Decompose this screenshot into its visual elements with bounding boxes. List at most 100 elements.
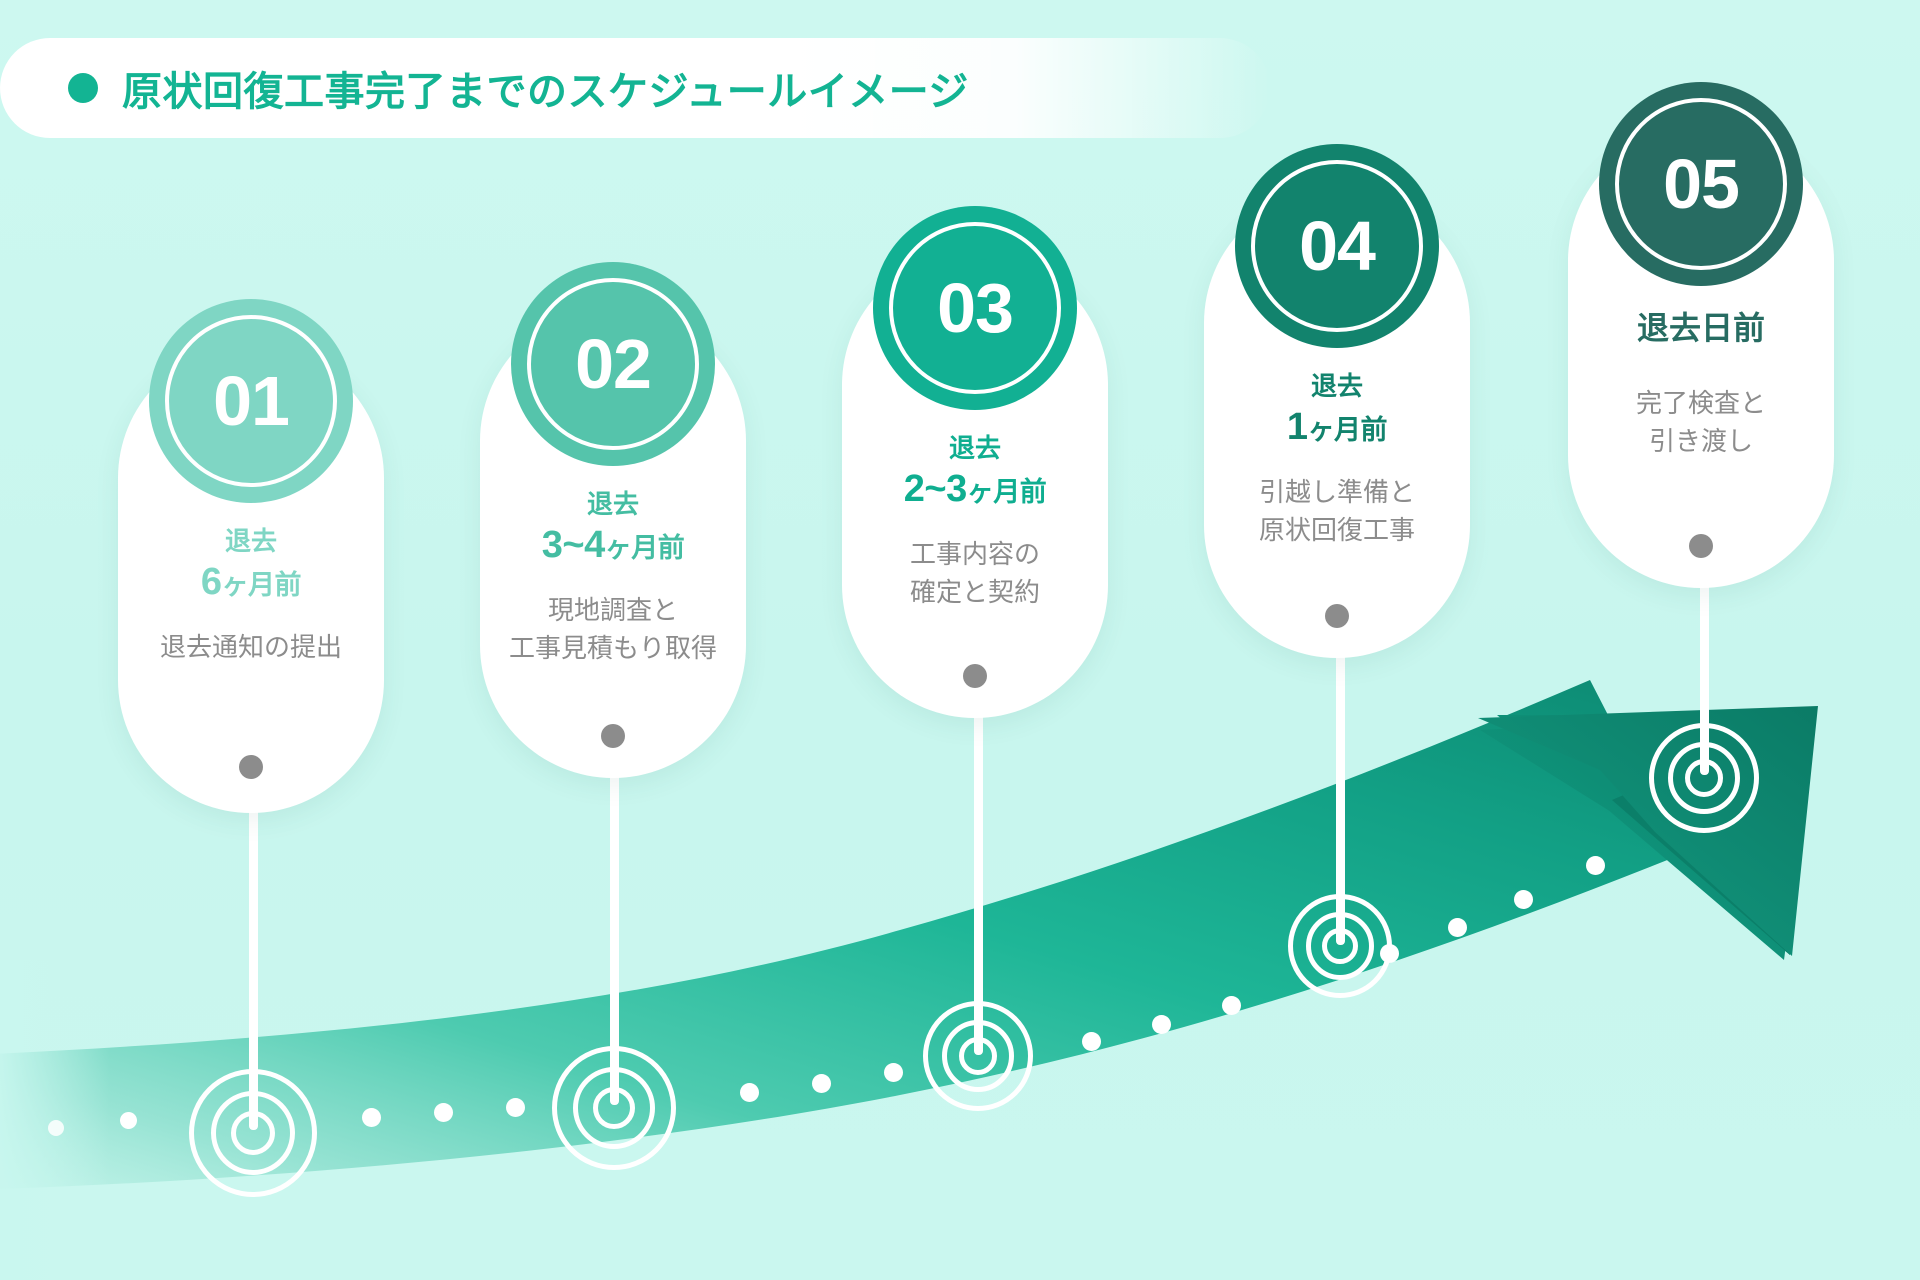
path-dot <box>1222 996 1241 1015</box>
card-connector-dot <box>1689 534 1713 558</box>
step-number: 05 <box>1663 145 1740 223</box>
path-dot <box>506 1098 525 1117</box>
step-desc-line2: 原状回復工事 <box>1258 514 1415 545</box>
marker-ring-mid <box>1306 912 1374 980</box>
step-when-05: 退去日前 <box>1637 308 1765 349</box>
badge-inner-ring <box>1615 98 1787 270</box>
marker-ring-mid <box>573 1067 655 1149</box>
step-when-line2: 1ヶ月前 <box>1286 403 1388 452</box>
step-when-03: 退去 2~3ヶ月前 <box>903 432 1047 514</box>
step-when-line1: 退去 <box>586 489 639 519</box>
path-dot <box>1082 1032 1101 1051</box>
step-badge-01: 01 <box>149 299 353 503</box>
marker-ring-inner <box>1322 928 1358 964</box>
step-badge-02: 02 <box>511 262 715 466</box>
step-card-04[interactable]: 04 退去 1ヶ月前 引越し準備と 原状回復工事 <box>1204 144 1470 658</box>
step-badge-04: 04 <box>1235 144 1439 348</box>
step-when-number: 6 <box>200 561 222 604</box>
step-badge-05: 05 <box>1599 82 1803 286</box>
step-number: 03 <box>937 269 1014 347</box>
step-desc-04: 引越し準備と 原状回復工事 <box>1259 474 1415 549</box>
path-dot <box>1586 856 1605 875</box>
step-number: 01 <box>213 362 290 440</box>
path-dot <box>1514 890 1533 909</box>
path-dot <box>740 1083 759 1102</box>
path-dot <box>812 1074 831 1093</box>
path-dot <box>434 1103 453 1122</box>
marker-ring-mid <box>942 1020 1014 1092</box>
step-card-03[interactable]: 03 退去 2~3ヶ月前 工事内容の 確定と契約 <box>842 206 1108 718</box>
stem-03 <box>974 705 983 1055</box>
arrow-head-shape <box>1478 706 1818 956</box>
marker-ring-outer <box>552 1046 676 1170</box>
step-number: 04 <box>1299 207 1376 285</box>
step-desc-line2: 工事見積もり取得 <box>508 632 717 663</box>
step-when-line2: 2~3ヶ月前 <box>903 465 1047 514</box>
step-desc-01: 退去通知の提出 <box>160 629 342 667</box>
path-dot <box>48 1120 64 1136</box>
step-number: 02 <box>575 325 652 403</box>
step-when-01: 退去 6ヶ月前 <box>200 525 302 607</box>
circle-bullet-icon <box>68 73 98 103</box>
marker-ring-outer <box>1288 894 1392 998</box>
path-dot <box>1448 918 1467 937</box>
arrow-ribbon-body <box>0 680 1680 1189</box>
stem-01 <box>249 800 258 1130</box>
card-connector-dot <box>239 755 263 779</box>
path-dot <box>884 1063 903 1082</box>
marker-ring-inner <box>959 1037 997 1075</box>
title-banner: 原状回復工事完了までのスケジュールイメージ <box>0 38 1270 138</box>
step-card-01[interactable]: 01 退去 6ヶ月前 退去通知の提出 <box>118 299 384 813</box>
stem-05 <box>1700 565 1709 775</box>
marker-ring-outer <box>189 1069 317 1197</box>
marker-ring-inner <box>1685 759 1723 797</box>
step-card-02[interactable]: 02 退去 3~4ヶ月前 現地調査と 工事見積もり取得 <box>480 262 746 778</box>
step-when-number: 3~4 <box>541 524 605 567</box>
step-when-number: 1 <box>1286 406 1308 449</box>
step-desc-line1: 現地調査と <box>547 594 678 625</box>
step-desc-03: 工事内容の 確定と契約 <box>910 536 1040 611</box>
step-desc-line2: 確定と契約 <box>909 576 1040 607</box>
marker-ring-mid <box>211 1091 295 1175</box>
step-when-line1: 退去 <box>1310 371 1363 401</box>
step-when-line2: 6ヶ月前 <box>200 558 302 607</box>
step-when-line1: 退去日前 <box>1636 310 1765 346</box>
card-connector-dot <box>601 724 625 748</box>
step-card-05[interactable]: 05 退去日前 完了検査と 引き渡し <box>1568 82 1834 588</box>
marker-ring-inner <box>593 1087 635 1129</box>
marker-ring-outer <box>923 1001 1033 1111</box>
step-when-unit: ヶ月前 <box>221 570 302 601</box>
path-dot <box>120 1112 137 1129</box>
step-when-line1: 退去 <box>948 433 1001 463</box>
stem-02 <box>610 765 619 1105</box>
step-desc-line1: 工事内容の <box>909 538 1040 569</box>
path-dot <box>1152 1015 1171 1034</box>
step-desc-line1: 完了検査と <box>1635 387 1766 418</box>
marker-ring-mid <box>1668 742 1740 814</box>
step-when-line2: 3~4ヶ月前 <box>541 521 685 570</box>
badge-inner-ring <box>1251 160 1423 332</box>
step-desc-line2: 引き渡し <box>1648 425 1753 456</box>
badge-inner-ring <box>165 315 337 487</box>
card-connector-dot <box>963 664 987 688</box>
path-dot <box>362 1108 381 1127</box>
card-connector-dot <box>1325 604 1349 628</box>
step-when-unit: ヶ月前 <box>966 477 1047 508</box>
step-when-02: 退去 3~4ヶ月前 <box>541 488 685 570</box>
marker-ring-outer <box>1649 723 1759 833</box>
page-title: 原状回復工事完了までのスケジュールイメージ <box>122 70 969 114</box>
step-when-unit: ヶ月前 <box>604 533 685 564</box>
marker-ring-inner <box>231 1111 275 1155</box>
stem-04 <box>1336 640 1345 945</box>
badge-inner-ring <box>889 222 1061 394</box>
step-badge-03: 03 <box>873 206 1077 410</box>
badge-inner-ring <box>527 278 699 450</box>
step-desc-line1: 引越し準備と <box>1258 476 1415 507</box>
step-when-number: 2~3 <box>903 468 967 511</box>
step-desc-05: 完了検査と 引き渡し <box>1636 385 1766 460</box>
step-desc-02: 現地調査と 工事見積もり取得 <box>509 592 717 667</box>
step-when-unit: ヶ月前 <box>1307 415 1388 446</box>
step-when-line1: 退去 <box>224 526 277 556</box>
step-when-04: 退去 1ヶ月前 <box>1286 370 1388 452</box>
